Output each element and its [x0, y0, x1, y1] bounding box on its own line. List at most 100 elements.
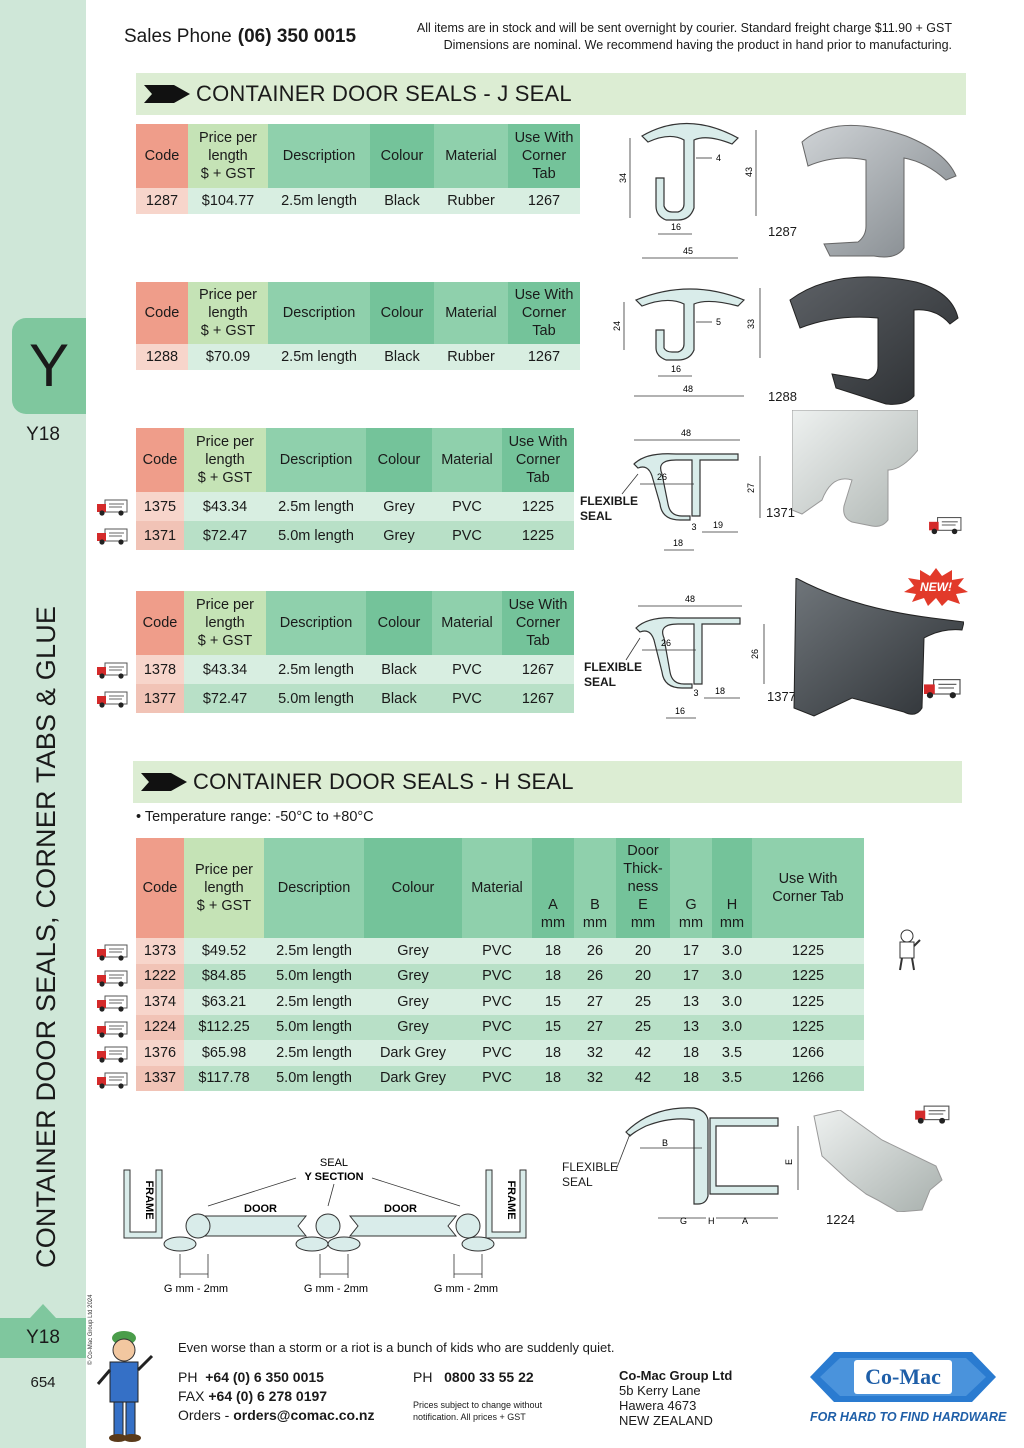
svg-text:26: 26 [661, 638, 671, 648]
cell-code: 1376 [136, 1040, 184, 1066]
cell-h: 3.0 [712, 938, 752, 964]
svg-text:43: 43 [744, 167, 754, 177]
svg-text:26: 26 [750, 649, 760, 659]
j-seal-title: CONTAINER DOOR SEALS - J SEAL [196, 81, 572, 106]
svg-text:H: H [708, 1216, 715, 1226]
delivery-truck-icon [97, 1021, 128, 1038]
sales-number[interactable]: (06) 350 0015 [237, 26, 357, 47]
cell-h: 3.0 [712, 963, 752, 989]
cell-e: 20 [616, 938, 670, 964]
svg-text:Co-Mac: Co-Mac [865, 1364, 941, 1389]
svg-text:E: E [784, 1159, 794, 1165]
svg-text:16: 16 [671, 364, 681, 374]
orders-email-link[interactable]: orders@comac.co.nz [233, 1407, 375, 1423]
svg-text:Y SECTION: Y SECTION [304, 1171, 363, 1183]
svg-text:G mm - 2mm: G mm - 2mm [434, 1283, 498, 1295]
delivery-truck-icon [924, 679, 961, 699]
svg-text:48: 48 [683, 384, 693, 394]
cell-price: $112.25 [184, 1014, 264, 1040]
table-row: 1371 $72.47 5.0m length Grey PVC 1225 [136, 521, 574, 550]
cell-e: 42 [616, 1040, 670, 1066]
svg-text:48: 48 [681, 428, 691, 438]
sales-phone: Sales Phone(06) 350 0015 [124, 26, 356, 48]
footer-orders: Orders - orders@comac.co.nz [178, 1407, 375, 1423]
cell-use-with: 1225 [752, 989, 864, 1015]
delivery-truck-icon [97, 995, 128, 1012]
cell-code: 1224 [136, 1014, 184, 1040]
delivery-truck-icon [97, 944, 128, 961]
cell-colour: Dark Grey [364, 1040, 462, 1066]
cell-b: 32 [574, 1065, 616, 1091]
cell-colour: Grey [364, 963, 462, 989]
h-seal-profile-diagram: B E G H A [615, 1107, 799, 1226]
delivery-truck-icon [929, 517, 962, 535]
cell-colour: Grey [364, 938, 462, 964]
footer-phone: PH +64 (0) 6 350 0015 [178, 1369, 324, 1385]
notice-line-1: All items are in stock and will be sent … [416, 21, 952, 35]
product-code-label: 1224 [826, 1212, 855, 1227]
col-description: Description [268, 124, 370, 188]
cell-material: PVC [462, 963, 532, 989]
svg-text:27: 27 [746, 483, 756, 493]
cell-g: 13 [670, 1014, 712, 1040]
j-seal-1288-diagram: 24 5 33 16 48 [612, 288, 761, 397]
cell-price: $117.78 [184, 1065, 264, 1091]
svg-text:18: 18 [715, 686, 725, 696]
cell-a: 18 [532, 1040, 574, 1066]
product-code-label: 1288 [768, 389, 797, 404]
table-row: 1375 $43.34 2.5m length Grey PVC 1225 [136, 492, 574, 521]
svg-text:34: 34 [618, 173, 628, 183]
cell-h: 3.5 [712, 1065, 752, 1091]
delivery-truck-icon [97, 1046, 128, 1063]
cell-code: 1373 [136, 938, 184, 964]
svg-text:DOOR: DOOR [384, 1203, 417, 1215]
svg-text:19: 19 [713, 520, 723, 530]
delivery-truck-icon [97, 662, 128, 679]
table-row: 1378 $43.34 2.5m length Black PVC 1267 [136, 655, 574, 684]
phone-link[interactable]: +64 (0) 6 350 0015 [205, 1369, 324, 1385]
cell-g: 17 [670, 938, 712, 964]
svg-text:G mm - 2mm: G mm - 2mm [164, 1283, 228, 1295]
cell-g: 18 [670, 1040, 712, 1066]
product-photo-1371 [792, 410, 918, 527]
j-seal-1377-diagram: 48 26 26 3 18 16 [625, 594, 765, 719]
svg-text:48: 48 [685, 594, 695, 604]
cell-description: 5.0m length [264, 963, 364, 989]
j-seal-1371-diagram: 48 26 27 3 19 18 [621, 428, 761, 551]
cell-use-with: 1225 [752, 963, 864, 989]
svg-text:SEAL: SEAL [320, 1157, 348, 1169]
svg-text:5: 5 [716, 317, 721, 327]
delivery-truck-icon [97, 528, 128, 545]
cell-b: 26 [574, 938, 616, 964]
svg-text:DOOR: DOOR [244, 1203, 277, 1215]
sidebar [0, 0, 86, 1448]
page-number: 654 [30, 1374, 56, 1391]
svg-text:33: 33 [746, 319, 756, 329]
svg-text:16: 16 [671, 222, 681, 232]
col-colour: Colour [370, 124, 434, 188]
col-material: Material [434, 124, 508, 188]
h-seal-title: CONTAINER DOOR SEALS - H SEAL [193, 769, 574, 794]
svg-text:18: 18 [673, 538, 683, 548]
sales-label: Sales Phone [124, 26, 232, 47]
table-row: 1377 $72.47 5.0m length Black PVC 1267 [136, 684, 574, 713]
company-address: Co-Mac Group Ltd 5b Kerry Lane Hawera 46… [619, 1368, 733, 1428]
product-photo-1224 [813, 1110, 943, 1212]
svg-text:3: 3 [693, 688, 698, 698]
cell-use-with: 1266 [752, 1040, 864, 1066]
table-row: 1287 $104.77 2.5m length Black Rubber 12… [136, 188, 580, 214]
cell-b: 26 [574, 963, 616, 989]
cell-price: $65.98 [184, 1040, 264, 1066]
cell-g: 17 [670, 963, 712, 989]
freephone-link[interactable]: 0800 33 55 22 [444, 1369, 534, 1385]
h-seal-banner: CONTAINER DOOR SEALS - H SEAL [133, 761, 962, 803]
cell-a: 18 [532, 1065, 574, 1091]
